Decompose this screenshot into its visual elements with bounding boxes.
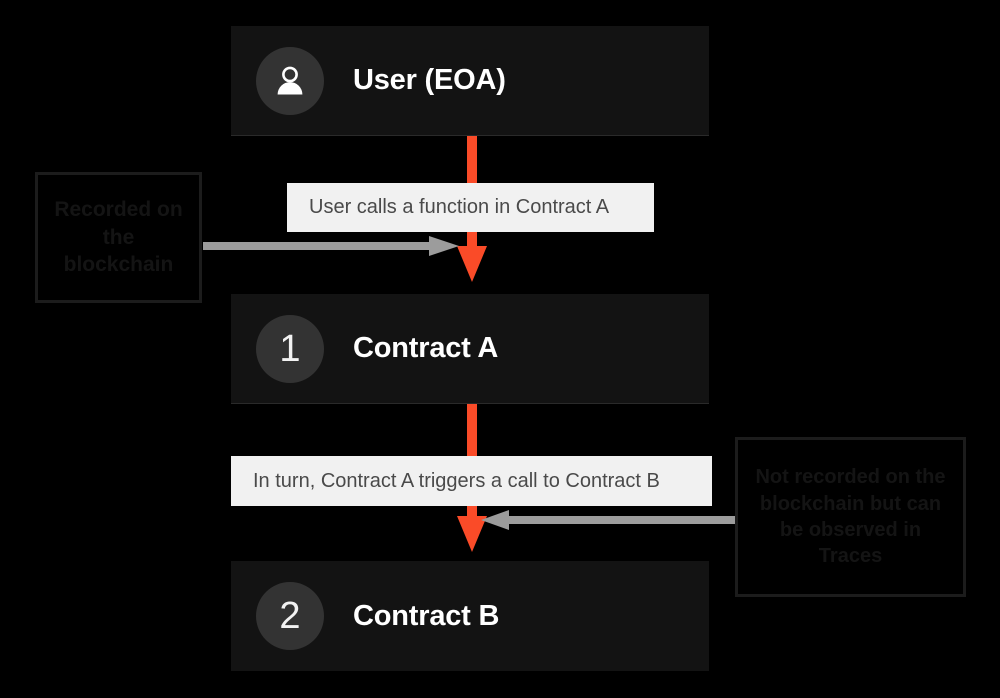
pointer-arrow-recorded: [203, 235, 459, 257]
caption-contract-a-calls-contract-b: In turn, Contract A triggers a call to C…: [231, 456, 712, 506]
pointer-arrow-not-recorded: [481, 509, 735, 531]
node-contract-b[interactable]: 2 Contract B: [231, 561, 709, 671]
node-title: User (EOA): [353, 64, 506, 96]
step-number-badge: 1: [256, 314, 324, 383]
annotation-not-recorded-on-blockchain: Not recorded on the blockchain but can b…: [735, 437, 966, 597]
avatar: [256, 46, 324, 115]
node-title: Contract A: [353, 332, 499, 364]
node-title: Contract B: [353, 599, 500, 632]
person-icon: [272, 63, 308, 99]
node-contract-a[interactable]: 1 Contract A: [231, 294, 709, 404]
annotation-recorded-on-blockchain: Recorded on the blockchain: [35, 172, 202, 303]
step-number-badge: 2: [256, 582, 324, 650]
caption-user-calls-contract-a: User calls a function in Contract A: [287, 183, 654, 232]
node-user[interactable]: User (EOA): [231, 26, 709, 136]
